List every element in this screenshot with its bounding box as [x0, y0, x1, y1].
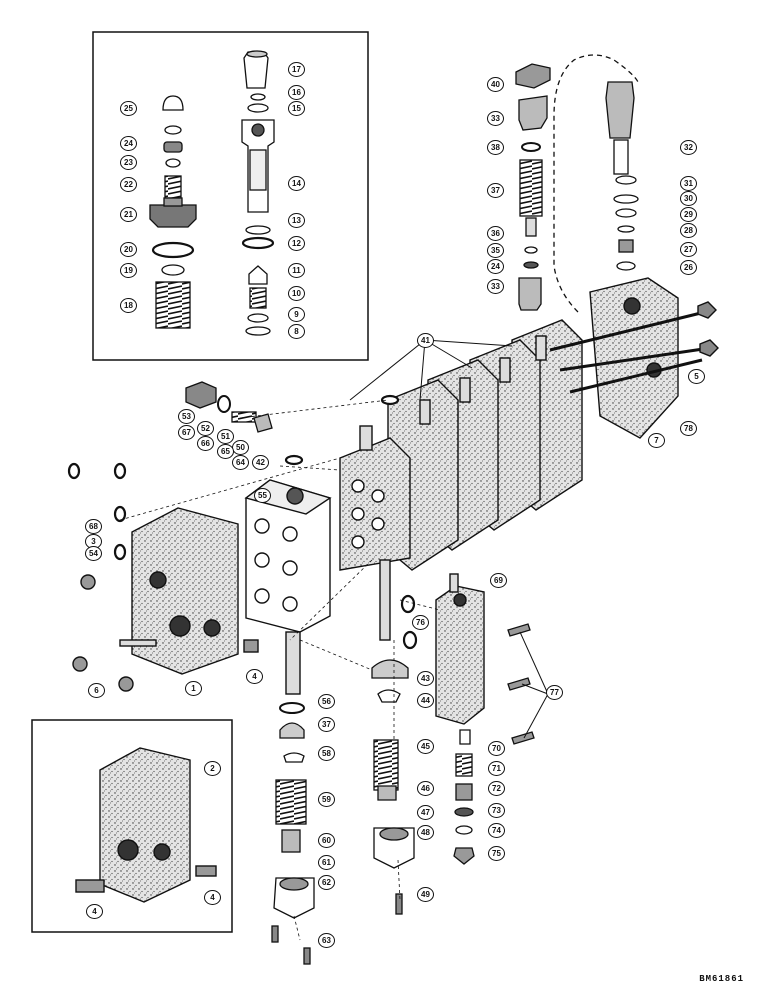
- part-callout-37: 37: [487, 183, 504, 198]
- part-callout-76: 76: [412, 615, 429, 630]
- part-callout-64: 64: [232, 455, 249, 470]
- part-callout-50: 50: [232, 440, 249, 455]
- part-callout-72: 72: [488, 781, 505, 796]
- part-callout-4: 4: [86, 904, 103, 919]
- part-callout-24: 24: [120, 136, 137, 151]
- part-callout-71: 71: [488, 761, 505, 776]
- part-callout-62: 62: [318, 875, 335, 890]
- part-callout-61: 61: [318, 855, 335, 870]
- part-callout-25: 25: [120, 101, 137, 116]
- inset-left-stack: [149, 95, 197, 329]
- part-callout-35: 35: [487, 243, 504, 258]
- part-callout-23: 23: [120, 155, 137, 170]
- part-callout-10: 10: [288, 286, 305, 301]
- part-callout-32: 32: [680, 140, 697, 155]
- part-callout-69: 69: [490, 573, 507, 588]
- inlet-section: [244, 479, 332, 695]
- part-callout-43: 43: [417, 671, 434, 686]
- part-callout-11: 11: [288, 263, 305, 278]
- right-lower-stack: [453, 623, 535, 865]
- part-callout-53: 53: [178, 409, 195, 424]
- part-callout-67: 67: [178, 425, 195, 440]
- part-callout-24: 24: [487, 259, 504, 274]
- part-callout-30: 30: [680, 191, 697, 206]
- center-lower-parts: [371, 659, 415, 915]
- part-callout-38: 38: [487, 140, 504, 155]
- part-callout-55: 55: [254, 488, 271, 503]
- outlet-section: [435, 573, 485, 725]
- part-callout-9: 9: [288, 307, 305, 322]
- part-callout-45: 45: [417, 739, 434, 754]
- part-callout-31: 31: [680, 176, 697, 191]
- part-callout-51: 51: [217, 429, 234, 444]
- part-callout-56: 56: [318, 694, 335, 709]
- part-callout-73: 73: [488, 803, 505, 818]
- part-callout-77: 77: [546, 685, 563, 700]
- part-callout-4: 4: [246, 669, 263, 684]
- part-callout-68: 68: [85, 519, 102, 534]
- part-callout-63: 63: [318, 933, 335, 948]
- part-callout-70: 70: [488, 741, 505, 756]
- part-callout-48: 48: [417, 825, 434, 840]
- part-callout-22: 22: [120, 177, 137, 192]
- left-lower-stack: [271, 702, 315, 965]
- document-number: BM61861: [699, 974, 744, 984]
- part-callout-52: 52: [197, 421, 214, 436]
- part-callout-44: 44: [417, 693, 434, 708]
- part-callout-41: 41: [417, 333, 434, 348]
- part-callout-74: 74: [488, 823, 505, 838]
- part-callout-47: 47: [417, 805, 434, 820]
- upper-right-stacks: [515, 54, 639, 313]
- bracket-lines: [349, 339, 549, 739]
- part-callout-14: 14: [288, 176, 305, 191]
- part-callout-6: 6: [88, 683, 105, 698]
- part-callout-18: 18: [120, 298, 137, 313]
- part-callout-19: 19: [120, 263, 137, 278]
- part-callout-36: 36: [487, 226, 504, 241]
- part-callout-40: 40: [487, 77, 504, 92]
- part-callout-49: 49: [417, 887, 434, 902]
- part-callout-12: 12: [288, 236, 305, 251]
- part-callout-20: 20: [120, 242, 137, 257]
- part-callout-33: 33: [487, 279, 504, 294]
- part-callout-8: 8: [288, 324, 305, 339]
- part-callout-29: 29: [680, 207, 697, 222]
- part-callout-42: 42: [252, 455, 269, 470]
- part-callout-37: 37: [318, 717, 335, 732]
- part-callout-2: 2: [204, 761, 221, 776]
- leader-lines: [119, 399, 441, 941]
- part-callout-16: 16: [288, 85, 305, 100]
- part-callout-60: 60: [318, 833, 335, 848]
- part-callout-27: 27: [680, 242, 697, 257]
- part-callout-13: 13: [288, 213, 305, 228]
- part-callout-78: 78: [680, 421, 697, 436]
- inset-frame-bottom: [31, 719, 233, 933]
- relief-valve-parts: [185, 381, 273, 433]
- part-callout-7: 7: [648, 433, 665, 448]
- part-callout-28: 28: [680, 223, 697, 238]
- part-callout-4: 4: [204, 890, 221, 905]
- inset-center-stack: [241, 50, 275, 336]
- part-callout-1: 1: [185, 681, 202, 696]
- part-callout-58: 58: [318, 746, 335, 761]
- part-callout-66: 66: [197, 436, 214, 451]
- part-callout-17: 17: [288, 62, 305, 77]
- part-callout-75: 75: [488, 846, 505, 861]
- part-callout-26: 26: [680, 260, 697, 275]
- part-callout-5: 5: [688, 369, 705, 384]
- o-rings-left: [67, 394, 418, 650]
- part-callout-15: 15: [288, 101, 305, 116]
- part-callout-59: 59: [318, 792, 335, 807]
- part-callout-21: 21: [120, 207, 137, 222]
- part-callout-65: 65: [217, 444, 234, 459]
- part-callout-46: 46: [417, 781, 434, 796]
- part-callout-33: 33: [487, 111, 504, 126]
- inset-frame-top: [92, 31, 369, 361]
- valve-bank: [339, 277, 719, 641]
- part-callout-54: 54: [85, 546, 102, 561]
- end-plate: [72, 507, 259, 692]
- inset-casting: [75, 747, 217, 903]
